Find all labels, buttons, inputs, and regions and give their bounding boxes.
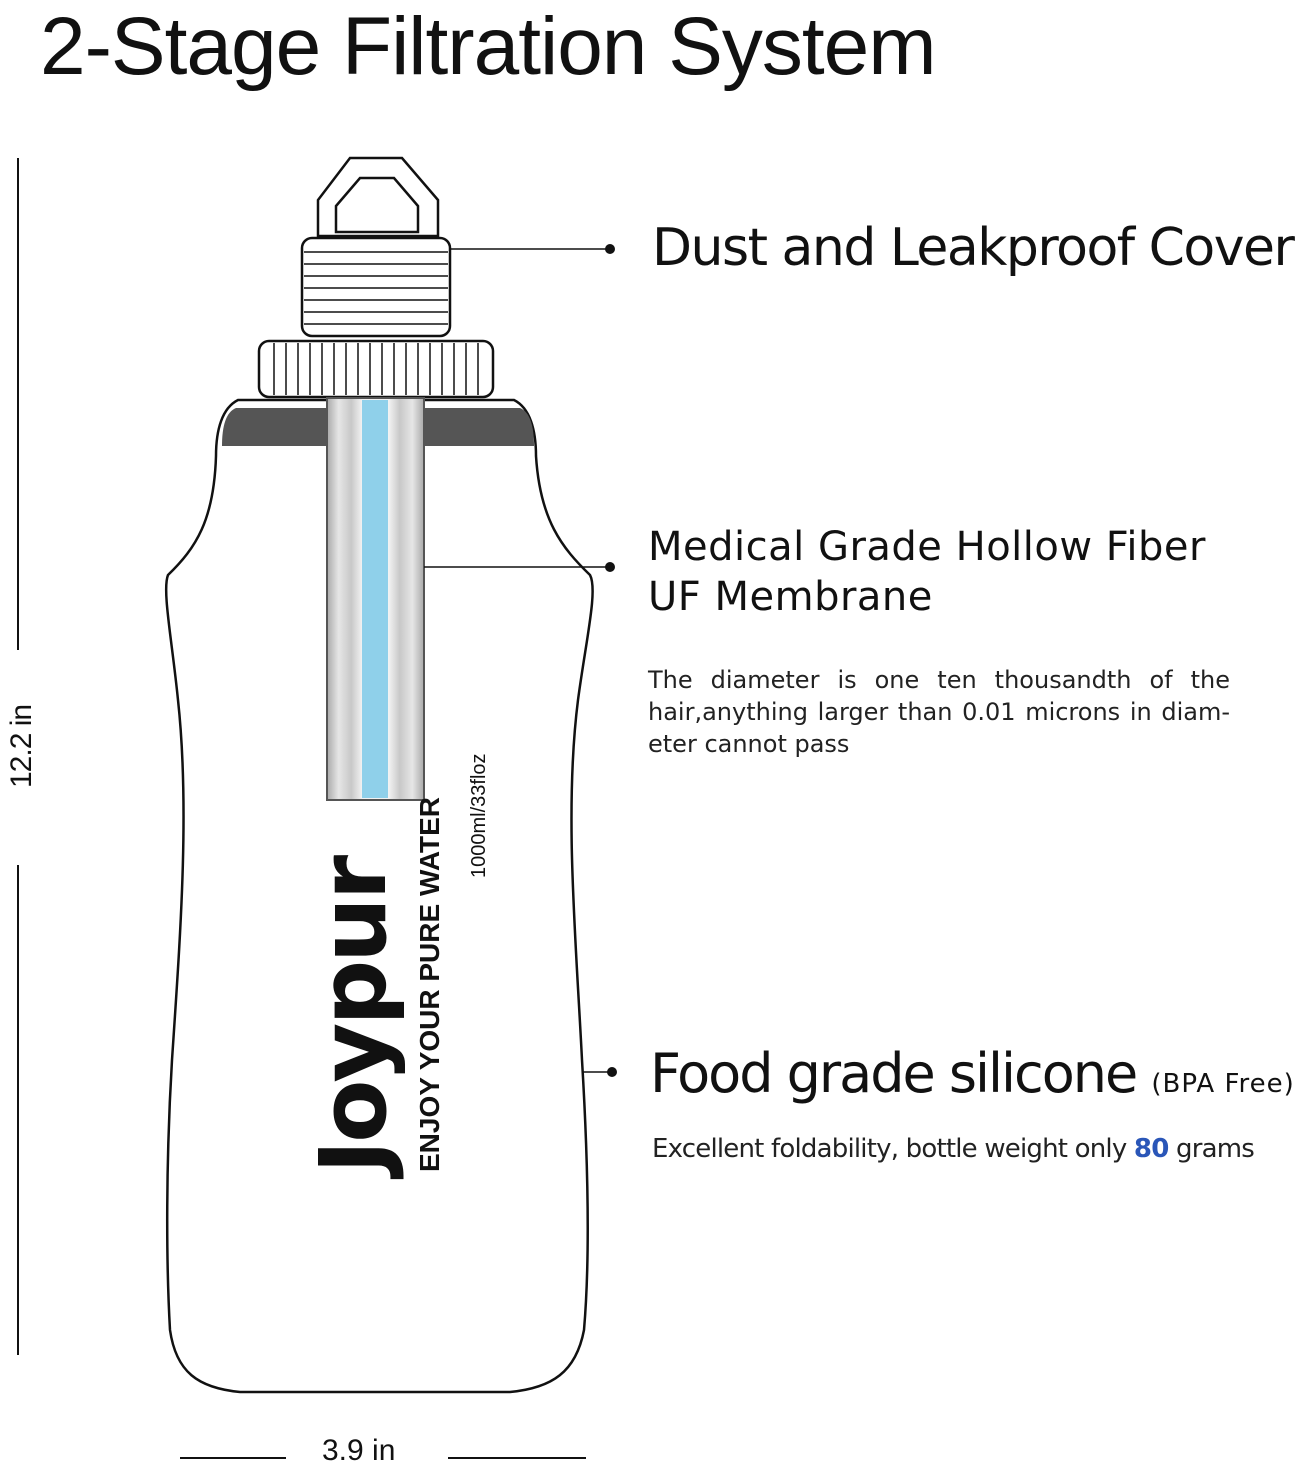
membrane-description: The diameter is one ten thousandth of th… (648, 666, 1230, 758)
collar-ring (257, 339, 495, 399)
silicone-callout-label: Food grade silicone (BPA Free) (650, 1042, 1295, 1105)
silicone-desc-suffix: grams (1175, 1134, 1255, 1164)
bpa-free-note: (BPA Free) (1151, 1069, 1295, 1099)
silicone-desc-prefix: Excellent foldability, bottle weight onl… (652, 1134, 1127, 1164)
cap-loop-handle (316, 156, 440, 238)
membrane-label-line1: Medical Grade Hollow Fiber (648, 524, 1206, 570)
bottle-volume: 1000ml/33floz (468, 753, 490, 878)
callout-cover-leader (450, 244, 615, 254)
bottle-body (164, 398, 594, 1394)
membrane-label-line2: UF Membrane (648, 574, 933, 620)
dust-cover-cap (300, 236, 452, 338)
brand-tagline: ENJOY YOUR PURE WATER (414, 797, 445, 1172)
width-dimension-label: 3.9 in (322, 1434, 396, 1467)
silicone-label-text: Food grade silicone (650, 1042, 1138, 1105)
bottle-weight-value: 80 (1133, 1134, 1169, 1164)
callout-membrane-leader (424, 562, 615, 572)
filter-cartridge (326, 397, 425, 801)
page-title: 2-Stage Filtration System (40, 1, 937, 92)
height-dimension: 12.2 in (0, 700, 40, 810)
brand-logo-text: Joypur (300, 857, 407, 1174)
silicone-description: Excellent foldability, bottle weight onl… (652, 1134, 1255, 1164)
callout-silicone-leader (582, 1067, 617, 1077)
cover-callout-label: Dust and Leakproof Cover (652, 218, 1295, 278)
membrane-callout-label: Medical Grade Hollow Fiber UF Membrane (648, 522, 1206, 622)
height-dimension-label: 12.2 in (5, 704, 38, 788)
